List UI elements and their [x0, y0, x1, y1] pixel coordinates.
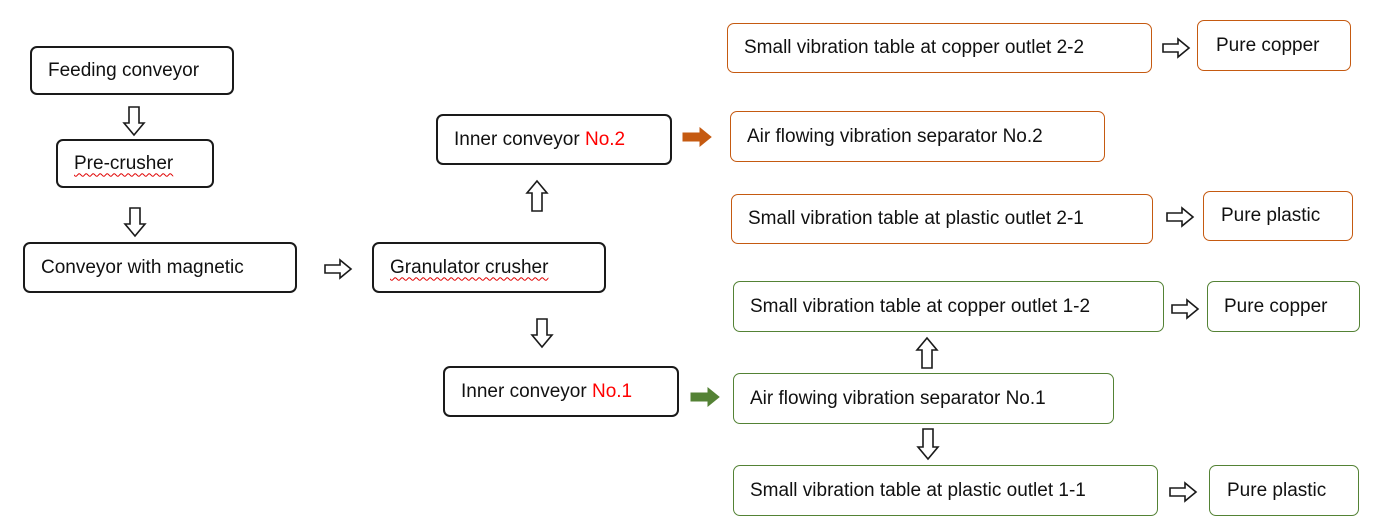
pure-copper-2-box: Pure copper: [1197, 20, 1351, 71]
separator-no2-box: Air flowing vibration separator No.2: [730, 111, 1105, 162]
granulator-crusher-box: Granulator crusher: [372, 242, 606, 293]
separator-no1-label: Air flowing vibration separator No.1: [750, 387, 1046, 409]
plastic-outlet-1-1-label: Small vibration table at plastic outlet …: [750, 479, 1086, 501]
right-arrow-conveyor-to-granulator: [324, 258, 353, 280]
separator-no2-label: Air flowing vibration separator No.2: [747, 125, 1043, 147]
pure-copper-1-box: Pure copper: [1207, 281, 1360, 332]
pure-copper-2-label: Pure copper: [1216, 34, 1320, 56]
inner-conveyor-no2-label: Inner conveyor No.2: [454, 129, 625, 151]
right-arrow-copper12-to-pure-copper: [1171, 298, 1200, 320]
plastic-outlet-2-1-box: Small vibration table at plastic outlet …: [731, 194, 1153, 244]
down-arrow-granulator-to-inner1: [530, 318, 554, 349]
feeding-conveyor-box: Feeding conveyor: [30, 46, 234, 95]
pure-plastic-2-box: Pure plastic: [1203, 191, 1353, 241]
pre-crusher-label: Pre-crusher: [74, 152, 174, 174]
plastic-outlet-2-1-label: Small vibration table at plastic outlet …: [748, 208, 1084, 229]
copper-outlet-1-2-label: Small vibration table at copper outlet 1…: [750, 295, 1091, 317]
down-arrow-precrusher-to-conveyor: [123, 207, 147, 238]
up-arrow-granulator-to-inner2: [525, 179, 549, 212]
copper-outlet-2-2-label: Small vibration table at copper outlet 2…: [744, 37, 1085, 58]
pure-plastic-2-label: Pure plastic: [1221, 205, 1321, 226]
inner-conveyor-no1-label: Inner conveyor No.1: [461, 381, 632, 403]
inner-conveyor-no2-text: Inner conveyor: [454, 128, 585, 150]
plastic-outlet-1-1-box: Small vibration table at plastic outlet …: [733, 465, 1158, 516]
right-arrow-plastic11-to-pure-plastic: [1169, 481, 1198, 503]
granulator-crusher-label: Granulator crusher: [390, 256, 549, 278]
pure-plastic-1-box: Pure plastic: [1209, 465, 1359, 516]
inner-conveyor-no2-box: Inner conveyor No.2: [436, 114, 672, 165]
pure-copper-1-label: Pure copper: [1224, 295, 1328, 317]
up-arrow-separator1-to-copper12: [915, 336, 939, 369]
conveyor-with-magnetic-label: Conveyor with magnetic: [41, 256, 244, 278]
copper-outlet-1-2-box: Small vibration table at copper outlet 1…: [733, 281, 1164, 332]
conveyor-with-magnetic-box: Conveyor with magnetic: [23, 242, 297, 293]
down-arrow-feeding-to-precrusher: [122, 106, 146, 137]
right-arrow-plastic21-to-pure-plastic: [1166, 206, 1195, 228]
right-arrow-copper22-to-pure-copper: [1162, 37, 1191, 59]
pure-plastic-1-label: Pure plastic: [1227, 479, 1327, 501]
orange-arrow-inner2-to-separator2: [682, 126, 712, 148]
inner-conveyor-no1-number: No.1: [591, 380, 633, 402]
inner-conveyor-no1-box: Inner conveyor No.1: [443, 366, 679, 417]
down-arrow-separator1-to-plastic11: [916, 428, 940, 461]
copper-outlet-2-2-box: Small vibration table at copper outlet 2…: [727, 23, 1152, 73]
green-arrow-inner1-to-separator1: [690, 386, 720, 408]
pre-crusher-box: Pre-crusher: [56, 139, 214, 188]
inner-conveyor-no1-text: Inner conveyor: [461, 380, 592, 402]
separator-no1-box: Air flowing vibration separator No.1: [733, 373, 1114, 424]
feeding-conveyor-label: Feeding conveyor: [48, 59, 200, 81]
inner-conveyor-no2-number: No.2: [584, 128, 626, 150]
